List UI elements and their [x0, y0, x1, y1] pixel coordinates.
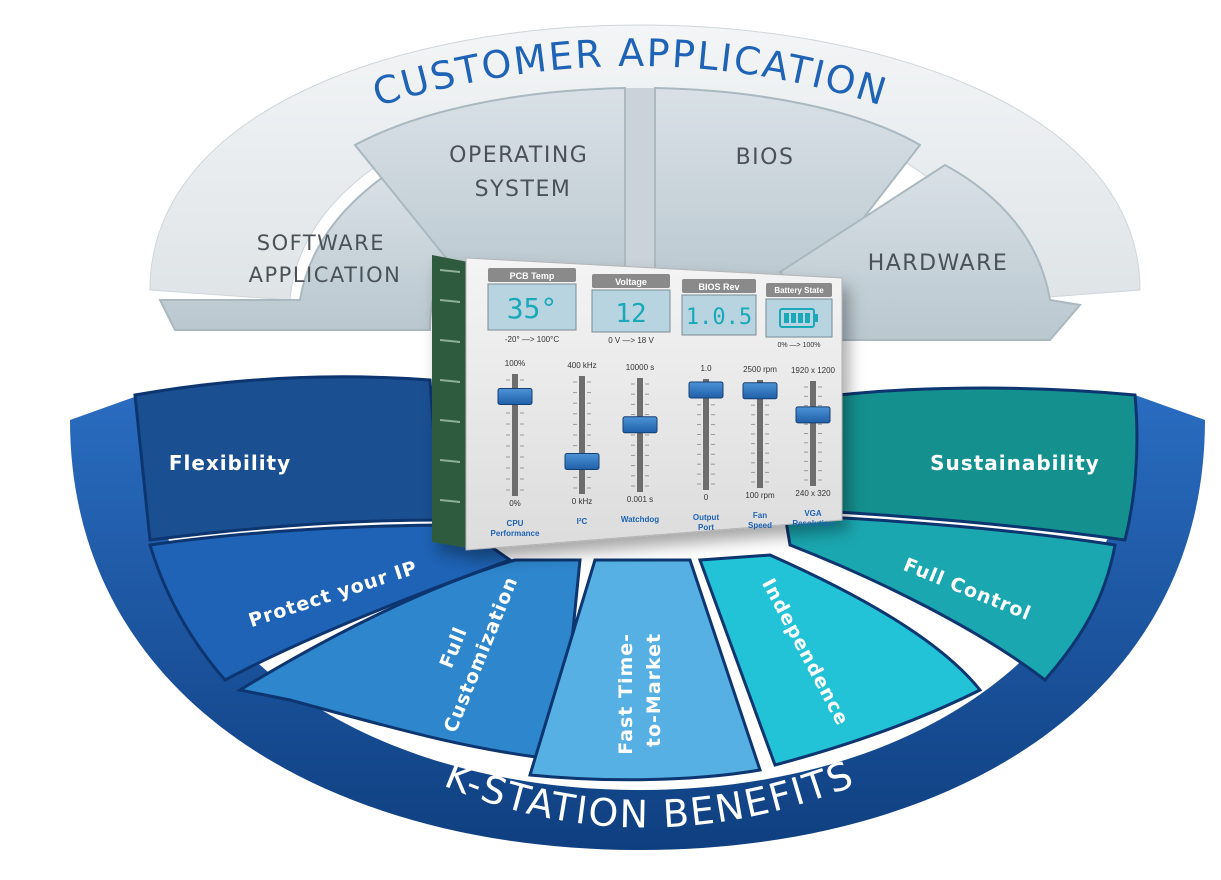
slider-min-label: 100 rpm — [745, 491, 775, 500]
slider-max-label: 1920 x 1200 — [791, 366, 836, 375]
segment-divider — [626, 88, 654, 288]
slider-min-label: 0.001 s — [627, 495, 653, 504]
svg-text:BIOS Rev: BIOS Rev — [698, 282, 739, 292]
slider-knob[interactable] — [688, 381, 724, 399]
slider-label: I²C — [577, 517, 588, 526]
slider-knob[interactable] — [564, 453, 600, 470]
display-voltage: Voltage 12 0 V —> 18 V — [591, 274, 671, 345]
benefit-label: Fast Time- to-Market — [615, 625, 665, 754]
slider-knob[interactable] — [742, 382, 778, 400]
svg-text:Battery State: Battery State — [774, 286, 824, 295]
display-battery-state: Battery State 0% —> 100% — [765, 283, 833, 349]
display-pcb-temp: PCB Temp 35° -20° —> 100°C — [487, 268, 577, 344]
slider-max-label: 100% — [505, 359, 525, 368]
display-bios-rev: BIOS Rev 1.0.5 — [681, 279, 757, 336]
benefit-full-control — [783, 513, 1117, 683]
segment-label: SOFTWARE APPLICATION — [249, 231, 402, 287]
segment-label: HARDWARE — [868, 251, 1009, 276]
lcd-value: 35° — [507, 292, 558, 325]
slider-knob[interactable] — [622, 416, 658, 434]
slider-min-label: 0% — [509, 499, 521, 508]
segment-label: BIOS — [736, 145, 795, 170]
svg-text:0 V —> 18 V: 0 V —> 18 V — [608, 336, 654, 345]
slider-label: Watchdog — [621, 515, 659, 524]
battery-icon — [779, 308, 818, 328]
slider-track — [579, 376, 585, 494]
lcd-value: 1.0.5 — [686, 305, 752, 330]
slider-max-label: 10000 s — [626, 363, 654, 372]
lcd-value: 12 — [615, 299, 646, 329]
slider-max-label: 400 kHz — [567, 361, 596, 370]
benefit-fast-time-to-market — [528, 558, 762, 782]
slider-track — [757, 380, 763, 488]
upper-segments: SOFTWARE APPLICATION OPERATING SYSTEM BI… — [158, 86, 1082, 341]
benefit-full-customization — [235, 558, 582, 762]
svg-text:Voltage: Voltage — [615, 277, 647, 287]
benefit-label: Flexibility — [169, 451, 291, 475]
benefit-independence — [697, 553, 983, 767]
slider-min-label: 0 — [704, 493, 709, 502]
benefit-protect-your-ip — [148, 523, 514, 682]
svg-text:-20° —> 100°C: -20° —> 100°C — [505, 335, 559, 344]
benefit-sustainability — [798, 386, 1139, 542]
slider-track — [703, 379, 709, 490]
slider-track — [810, 381, 816, 486]
svg-text:0% —> 100%: 0% —> 100% — [778, 342, 821, 349]
slider-knob[interactable] — [497, 388, 533, 405]
slider-min-label: 0 kHz — [572, 497, 592, 506]
panel-displays: PCB Temp 35° -20° —> 100°C Voltage 12 0 … — [487, 268, 833, 349]
slider-3[interactable]: 10000 s 0.001 s Watchdog — [621, 363, 659, 524]
benefit-segments: Flexibility Protect your IP Full Customi… — [133, 375, 1139, 782]
slider-knob[interactable] — [795, 406, 831, 424]
customer-application-ring: CUSTOMER APPLICATION — [149, 24, 1141, 301]
pcb-edge — [432, 255, 468, 548]
benefit-label: Sustainability — [930, 451, 1100, 475]
svg-text:PCB Temp: PCB Temp — [510, 271, 555, 281]
slider-max-label: 1.0 — [700, 364, 712, 373]
slider-track — [637, 378, 643, 492]
slider-min-label: 240 x 320 — [795, 489, 831, 498]
slider-track — [512, 374, 518, 496]
slider-max-label: 2500 rpm — [743, 365, 777, 374]
segment-label: OPERATING SYSTEM — [449, 143, 597, 202]
